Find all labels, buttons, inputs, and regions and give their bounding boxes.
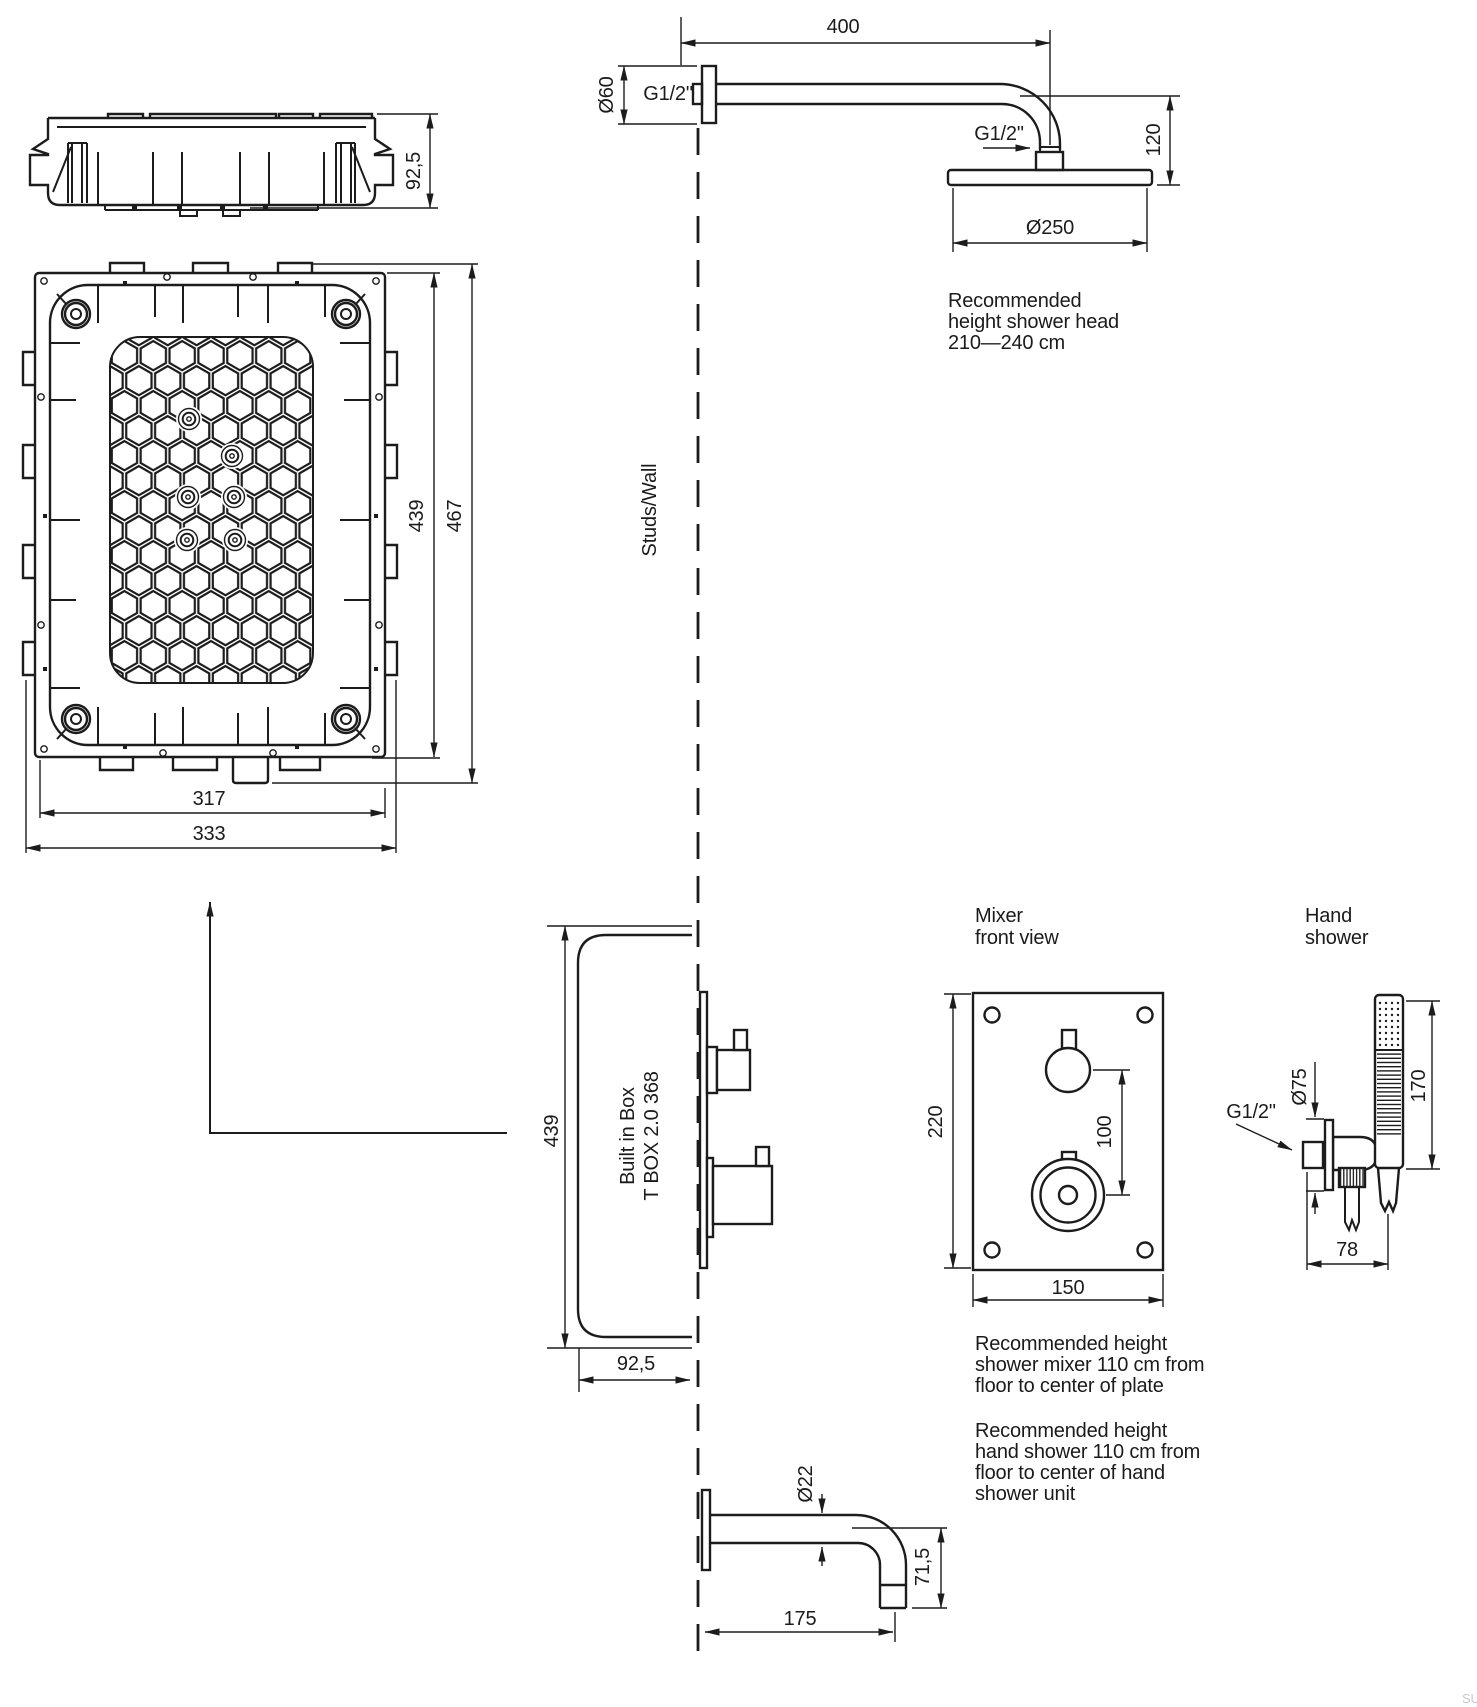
spout-length-label: 175: [784, 1608, 817, 1630]
hand-offset-label: 78: [1336, 1239, 1358, 1261]
side-view-name-2: T BOX 2.0 368: [641, 1071, 663, 1200]
hand-shower: Hand shower Ø75 170 G1/2": [975, 905, 1440, 1505]
shower-head-dims: 400 Ø60 G1/2" G1/2" 120 Ø250: [596, 16, 1180, 252]
hand-shower-title-1: Hand: [1305, 905, 1352, 927]
svg-text:shower unit: shower unit: [975, 1483, 1076, 1505]
reference-arrow: [206, 901, 507, 1134]
head-offset-label: 120: [1143, 124, 1165, 157]
front-outer-width-label: 333: [193, 823, 226, 845]
arm-length-label: 400: [827, 16, 860, 38]
thread-head-label: G1/2": [974, 123, 1024, 145]
hand-thread-label: G1/2": [1226, 1101, 1276, 1123]
top-view-depth-label: 92,5: [403, 152, 425, 190]
hand-shower-title-2: shower: [1305, 927, 1369, 949]
hand-shower-dims: Ø75 170 G1/2" 78: [1226, 1000, 1440, 1270]
side-view-dims: 439 92,5: [541, 925, 692, 1392]
mixer-front-view: Mixer front view 220 100 150: [925, 905, 1205, 1397]
svg-text:shower mixer 110 cm from: shower mixer 110 cm from: [975, 1354, 1204, 1376]
mixer-title-1: Mixer: [975, 905, 1023, 927]
svg-text:Recommended height: Recommended height: [975, 1420, 1168, 1442]
side-height-label: 439: [541, 1115, 563, 1148]
box-front-view: 317 333 439 467: [21, 261, 478, 853]
mixer-note: Recommended height shower mixer 110 cm f…: [975, 1333, 1205, 1397]
spout-dia-label: Ø22: [795, 1465, 817, 1502]
spout-drop-label: 71,5: [912, 1548, 934, 1586]
spout-dims: Ø22 175 71,5: [704, 1465, 947, 1642]
escutcheon-dia-label: Ø75: [1289, 1068, 1311, 1105]
box-side-view: Built in Box T BOX 2.0 368 439 92,5: [541, 925, 774, 1392]
mixer-dims: 220 100 150: [925, 993, 1164, 1307]
corner-bolts: [56, 293, 366, 740]
svg-text:210—240 cm: 210—240 cm: [948, 332, 1065, 354]
side-view-name-1: Built in Box: [617, 1087, 639, 1185]
svg-text:height shower head: height shower head: [948, 311, 1119, 333]
flange-dia-label: Ø60: [596, 76, 618, 113]
side-depth-label: 92,5: [617, 1353, 655, 1375]
svg-text:Recommended: Recommended: [948, 290, 1081, 312]
front-inner-height-label: 439: [406, 500, 428, 533]
mixer-height-label: 220: [925, 1106, 947, 1139]
front-inner-width-label: 317: [193, 788, 226, 810]
shower-head: 400 Ø60 G1/2" G1/2" 120 Ø250 Recommended…: [596, 16, 1180, 354]
mount-bosses: [174, 406, 248, 553]
head-dia-label: Ø250: [1026, 217, 1074, 239]
mixer-title-2: front view: [975, 927, 1059, 949]
watermark: SU: [1462, 1691, 1477, 1706]
top-view-depth-dim: 92,5: [250, 113, 438, 209]
hand-length-label: 170: [1408, 1070, 1430, 1103]
front-view-dims: 317 333 439 467: [25, 263, 478, 853]
svg-text:Recommended height: Recommended height: [975, 1333, 1168, 1355]
wall-line: Studs/Wall: [639, 128, 700, 1655]
box-top-view: 92,5: [28, 112, 438, 217]
mixer-width-label: 150: [1052, 1277, 1085, 1299]
shower-head-note: Recommended height shower head 210—240 c…: [948, 290, 1119, 354]
thread-wall-label: G1/2": [643, 83, 693, 105]
mixer-distance-label: 100: [1094, 1116, 1116, 1149]
svg-text:floor to center of plate: floor to center of plate: [975, 1375, 1164, 1397]
spout: Ø22 175 71,5: [700, 1465, 947, 1642]
svg-text:hand shower 110 cm from: hand shower 110 cm from: [975, 1441, 1200, 1463]
front-outer-height-label: 467: [444, 500, 466, 533]
hand-shower-note: Recommended height hand shower 110 cm fr…: [975, 1420, 1200, 1505]
wall-label: Studs/Wall: [639, 464, 661, 557]
svg-text:floor to center of hand: floor to center of hand: [975, 1462, 1165, 1484]
